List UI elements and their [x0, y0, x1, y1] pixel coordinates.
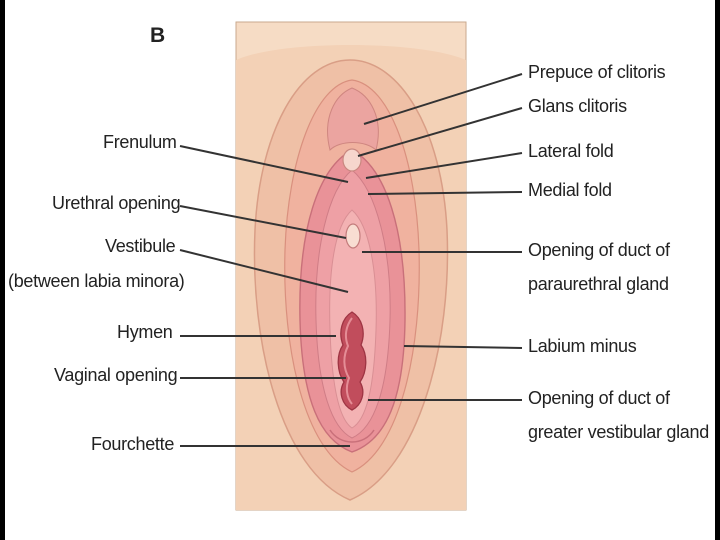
label-labium-minus: Labium minus — [528, 336, 636, 357]
label-medial-fold: Medial fold — [528, 180, 612, 201]
label-vestibule-line2: (between labia minora) — [8, 271, 185, 292]
label-urethral-opening: Urethral opening — [52, 193, 180, 214]
label-prepuce-of-clitoris: Prepuce of clitoris — [528, 62, 665, 83]
label-vaginal-opening: Vaginal opening — [54, 365, 177, 386]
label-fourchette: Fourchette — [91, 434, 174, 455]
label-paraurethral-line2: paraurethral gland — [528, 274, 669, 295]
label-hymen: Hymen — [117, 322, 173, 343]
label-lateral-fold: Lateral fold — [528, 141, 613, 162]
urethral-opening-shape — [346, 224, 360, 248]
label-vestibular-line2: greater vestibular gland — [528, 422, 709, 443]
label-vestibule-line1: Vestibule — [105, 236, 175, 257]
vaginal-opening-shape — [338, 312, 366, 410]
label-vestibular-line1: Opening of duct of — [528, 388, 670, 409]
label-paraurethral-line1: Opening of duct of — [528, 240, 670, 261]
glans-clitoris-shape — [343, 149, 361, 171]
label-glans-clitoris: Glans clitoris — [528, 96, 627, 117]
label-frenulum: Frenulum — [103, 132, 177, 153]
